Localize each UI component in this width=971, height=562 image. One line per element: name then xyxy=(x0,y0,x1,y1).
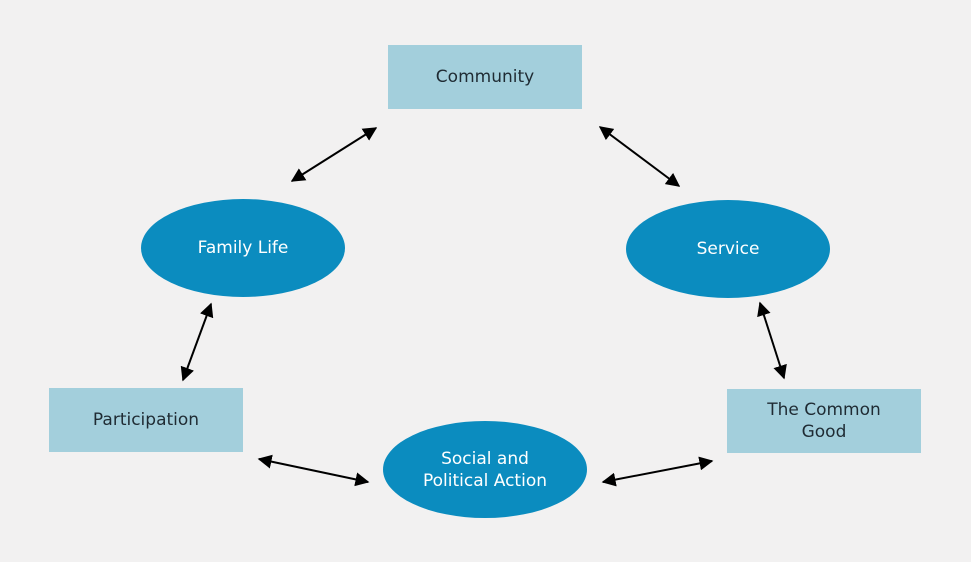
node-family-life: Family Life xyxy=(141,199,345,297)
node-social-political-action-label: Social and Political Action xyxy=(422,448,547,491)
node-service-label: Service xyxy=(696,239,760,259)
node-common-good: The Common Good xyxy=(727,389,921,453)
node-participation-label: Participation xyxy=(92,410,200,430)
arrow-family-life-participation xyxy=(180,302,214,382)
node-family-life-label: Family Life xyxy=(197,238,289,258)
arrow-community-service xyxy=(598,126,681,187)
node-participation: Participation xyxy=(49,388,243,452)
arrow-community-family-life xyxy=(290,127,378,182)
node-community-label: Community xyxy=(435,67,535,87)
arrow-participation-social-action xyxy=(257,454,370,487)
arrow-service-common-good xyxy=(757,301,787,380)
node-common-good-label: The Common Good xyxy=(767,400,881,442)
node-service: Service xyxy=(626,200,830,298)
arrow-social-action-common-good xyxy=(601,456,714,487)
node-community: Community xyxy=(388,45,582,109)
node-social-political-action: Social and Political Action xyxy=(383,421,587,518)
